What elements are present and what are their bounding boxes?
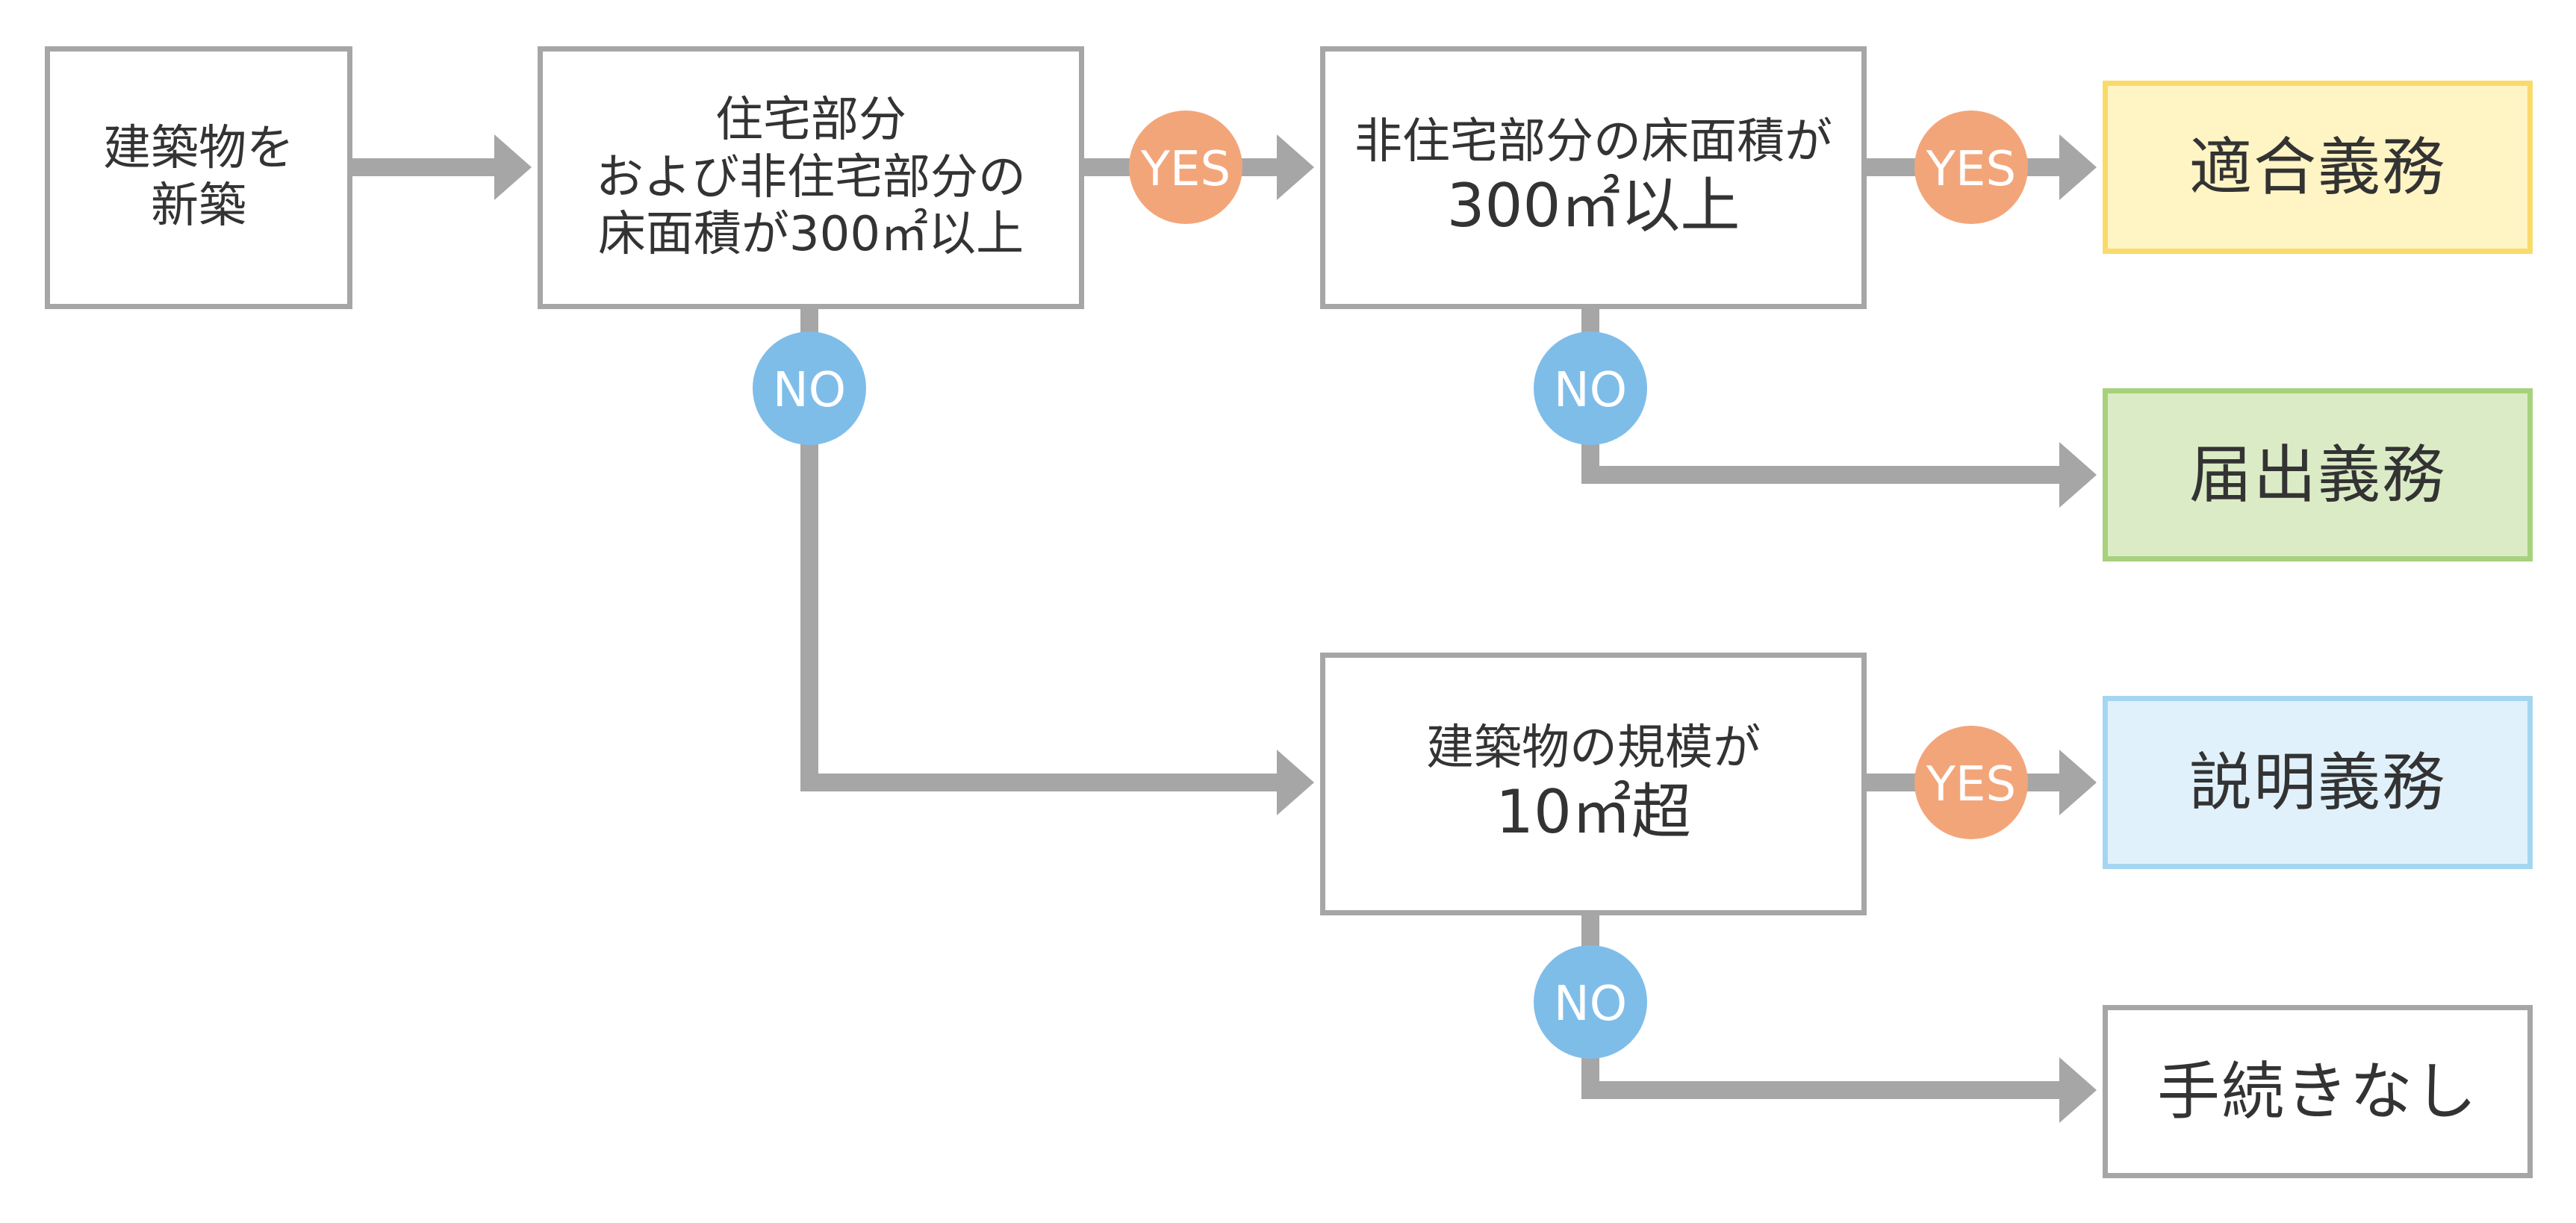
no-badge-q3-label: NO bbox=[1554, 977, 1627, 1032]
no-badge-q1-label: NO bbox=[773, 363, 846, 418]
yes-badge-q2-label: YES bbox=[1926, 142, 2016, 197]
yes-badge-q3: YES bbox=[1914, 726, 2028, 839]
question-2-line-2: 300㎡以上 bbox=[1446, 171, 1740, 241]
result-box-todokede: 届出義務 bbox=[2103, 388, 2533, 561]
arrowhead-q2-tekigo bbox=[2059, 134, 2097, 200]
result-box-setsumei: 説明義務 bbox=[2103, 696, 2533, 869]
result-label-nashi: 手続きなし bbox=[2156, 1054, 2478, 1128]
connector-q3-nashi bbox=[1581, 912, 2073, 1099]
start-box: 建築物を 新築 bbox=[45, 46, 352, 309]
question-box-building-size: 建築物の規模が 10㎡超 bbox=[1320, 653, 1867, 915]
connector-q1-q3 bbox=[800, 308, 1290, 791]
arrowhead-q3-nashi bbox=[2059, 1057, 2097, 1123]
question-1-line-2: および非住宅部分の bbox=[596, 149, 1026, 205]
connector-q2-todokede bbox=[1581, 308, 2073, 484]
question-1-line-3: 床面積が300㎡以上 bbox=[597, 207, 1024, 263]
arrowhead-q3-setsumei bbox=[2059, 750, 2097, 815]
result-box-nashi: 手続きなし bbox=[2103, 1005, 2533, 1178]
question-1-line-1: 住宅部分 bbox=[715, 92, 906, 148]
result-label-todokede: 届出義務 bbox=[2188, 438, 2446, 511]
yes-badge-q2: YES bbox=[1914, 111, 2028, 224]
result-label-tekigo: 適合義務 bbox=[2188, 130, 2446, 204]
yes-badge-q1-label: YES bbox=[1140, 142, 1231, 197]
yes-badge-q3-label: YES bbox=[1926, 757, 2016, 812]
arrowhead-q2-todokede bbox=[2059, 442, 2097, 508]
question-2-line-1: 非住宅部分の床面積が bbox=[1354, 113, 1832, 169]
question-3-line-1: 建築物の規模が bbox=[1426, 720, 1761, 776]
start-box-line-2: 新築 bbox=[151, 178, 246, 234]
question-box-non-residential: 非住宅部分の床面積が 300㎡以上 bbox=[1320, 46, 1867, 309]
no-badge-q2-label: NO bbox=[1554, 363, 1627, 418]
no-badge-q2: NO bbox=[1534, 332, 1647, 445]
result-box-tekigo: 適合義務 bbox=[2103, 81, 2533, 254]
arrowhead-q1-q3 bbox=[1277, 750, 1314, 815]
question-3-line-2: 10㎡超 bbox=[1496, 777, 1691, 847]
result-label-setsumei: 説明義務 bbox=[2188, 745, 2446, 819]
question-box-floor-area: 住宅部分 および非住宅部分の 床面積が300㎡以上 bbox=[538, 46, 1084, 309]
no-badge-q1: NO bbox=[753, 332, 866, 445]
no-badge-q3: NO bbox=[1534, 945, 1647, 1059]
yes-badge-q1: YES bbox=[1129, 111, 1242, 224]
arrowhead-start-q1 bbox=[494, 134, 532, 200]
start-box-line-1: 建築物を bbox=[103, 121, 294, 177]
arrowhead-q1-q2 bbox=[1277, 134, 1314, 200]
